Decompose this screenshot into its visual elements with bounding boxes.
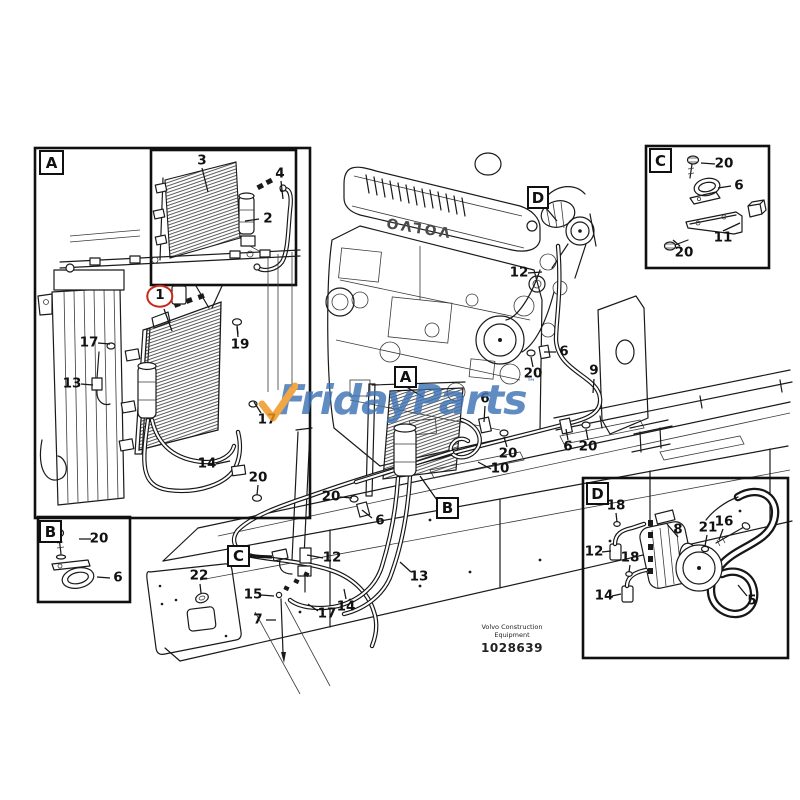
callout-14: 14 (336, 598, 356, 615)
callout-14: 14 (197, 455, 217, 472)
callout-10: 10 (490, 460, 510, 477)
callout-6: 6 (559, 343, 569, 360)
view-label-inset-b: B (39, 520, 62, 543)
callout-20: 20 (498, 445, 518, 462)
callout-5: 5 (747, 592, 757, 609)
callout-20: 20 (321, 488, 341, 505)
callout-1-circled: 1 (146, 284, 174, 308)
view-label-inset-d: D (586, 482, 609, 505)
footer: Volvo Construction Equipment 1028639 (448, 623, 576, 655)
callout-14: 14 (594, 587, 614, 604)
callout-12: 12 (322, 549, 342, 566)
callout-4: 4 (275, 165, 285, 182)
footer-company-line2: Equipment (494, 631, 530, 640)
view-label-main-a: A (394, 366, 417, 388)
view-label-inset-a: A (39, 150, 64, 175)
callout-17: 17 (317, 605, 337, 622)
callout-6: 6 (375, 512, 385, 529)
callout-15: 15 (243, 586, 263, 603)
inset-d (581, 476, 790, 660)
callout-17: 17 (79, 334, 99, 351)
footer-company-line1: Volvo Construction (481, 623, 543, 631)
callout-20: 20 (714, 155, 734, 172)
callout-7: 7 (253, 611, 263, 628)
callout-leader-lines (79, 162, 748, 621)
callout-21: 21 (698, 519, 718, 536)
callout-6: 6 (480, 390, 490, 407)
callout-3: 3 (197, 152, 207, 169)
callout-6: 6 (113, 569, 123, 586)
watermark-check-icon (258, 382, 298, 422)
callout-13: 13 (62, 375, 82, 392)
view-label-main-b: B (436, 497, 459, 519)
watermark-word1: Friday (278, 376, 413, 424)
callout-20: 20 (523, 365, 543, 382)
callout-13: 13 (409, 568, 429, 585)
figure-number: 1028639 (481, 641, 543, 656)
callout-6: 6 (734, 177, 744, 194)
callout-20: 20 (89, 530, 109, 547)
callout-9: 9 (589, 362, 599, 379)
callout-12: 12 (509, 264, 529, 281)
callout-11: 11 (713, 229, 733, 246)
callout-22: 22 (189, 567, 209, 584)
view-label-main-c: C (227, 545, 250, 567)
callout-18: 18 (606, 497, 626, 514)
callout-20: 20 (578, 438, 598, 455)
callout-12: 12 (584, 543, 604, 560)
watermark: Friday Parts ™ (258, 376, 536, 424)
callout-20: 20 (674, 244, 694, 261)
engine-brand-text: VOLVO (383, 214, 452, 240)
inset-a (33, 146, 312, 520)
watermark-trademark: ™ (526, 378, 536, 388)
callout-18: 18 (620, 549, 640, 566)
watermark-word2: Parts (412, 376, 527, 424)
callout-20: 20 (248, 469, 268, 486)
callout-6: 6 (563, 438, 573, 455)
callout-8: 8 (673, 521, 683, 538)
callout-16: 16 (714, 513, 734, 530)
inset-c (644, 144, 771, 270)
callout-2: 2 (263, 210, 273, 227)
view-label-main-d: D (527, 186, 549, 209)
callout-19: 19 (230, 336, 250, 353)
view-label-inset-c: C (649, 148, 672, 173)
